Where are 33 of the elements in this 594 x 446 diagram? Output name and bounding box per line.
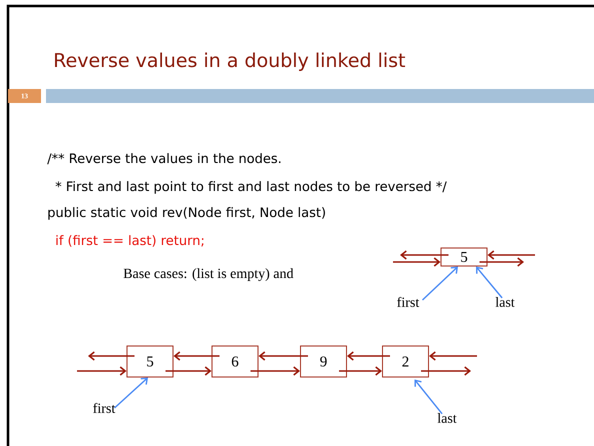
list-node-box: 2 (382, 346, 429, 378)
list-node-box: 5 (126, 346, 174, 378)
list-node-box: 6 (212, 346, 258, 378)
link-arrow (480, 257, 524, 267)
pointer-arrow (476, 266, 503, 298)
link-arrow (77, 366, 126, 376)
pointer-label: first (93, 403, 116, 413)
link-arrow (347, 351, 390, 361)
pointer-label: last (438, 413, 457, 423)
link-arrow (166, 366, 212, 376)
link-arrow (258, 351, 308, 361)
link-arrow (174, 351, 220, 361)
pointer-arrow (114, 378, 148, 408)
code-line: * First and last point to first and last nodes to be reversed */ (56, 181, 447, 194)
code-line: public static void rev(Node first, Node last) (48, 207, 325, 220)
link-arrow (421, 366, 471, 376)
list-node-box: 5 (440, 248, 488, 266)
list-node-box: 9 (300, 346, 347, 378)
link-arrow (393, 257, 440, 267)
pointer-arrow (414, 380, 443, 414)
base-cases-text: Base cases: (list is empty) and (124, 268, 294, 281)
link-arrow (250, 366, 300, 376)
link-arrow (400, 250, 448, 260)
link-arrow (429, 351, 477, 361)
link-arrow (488, 250, 535, 260)
link-arrow (88, 351, 134, 361)
slide-title: Reverse values in a doubly linked list (55, 52, 406, 71)
link-arrow (339, 366, 382, 376)
pointer-label: first (397, 297, 420, 307)
code-line: if (first == last) return; (56, 235, 204, 247)
pointer-label: last (496, 297, 515, 307)
pointer-arrow (422, 266, 458, 300)
code-line: /** Reverse the values in the nodes. (47, 153, 280, 164)
